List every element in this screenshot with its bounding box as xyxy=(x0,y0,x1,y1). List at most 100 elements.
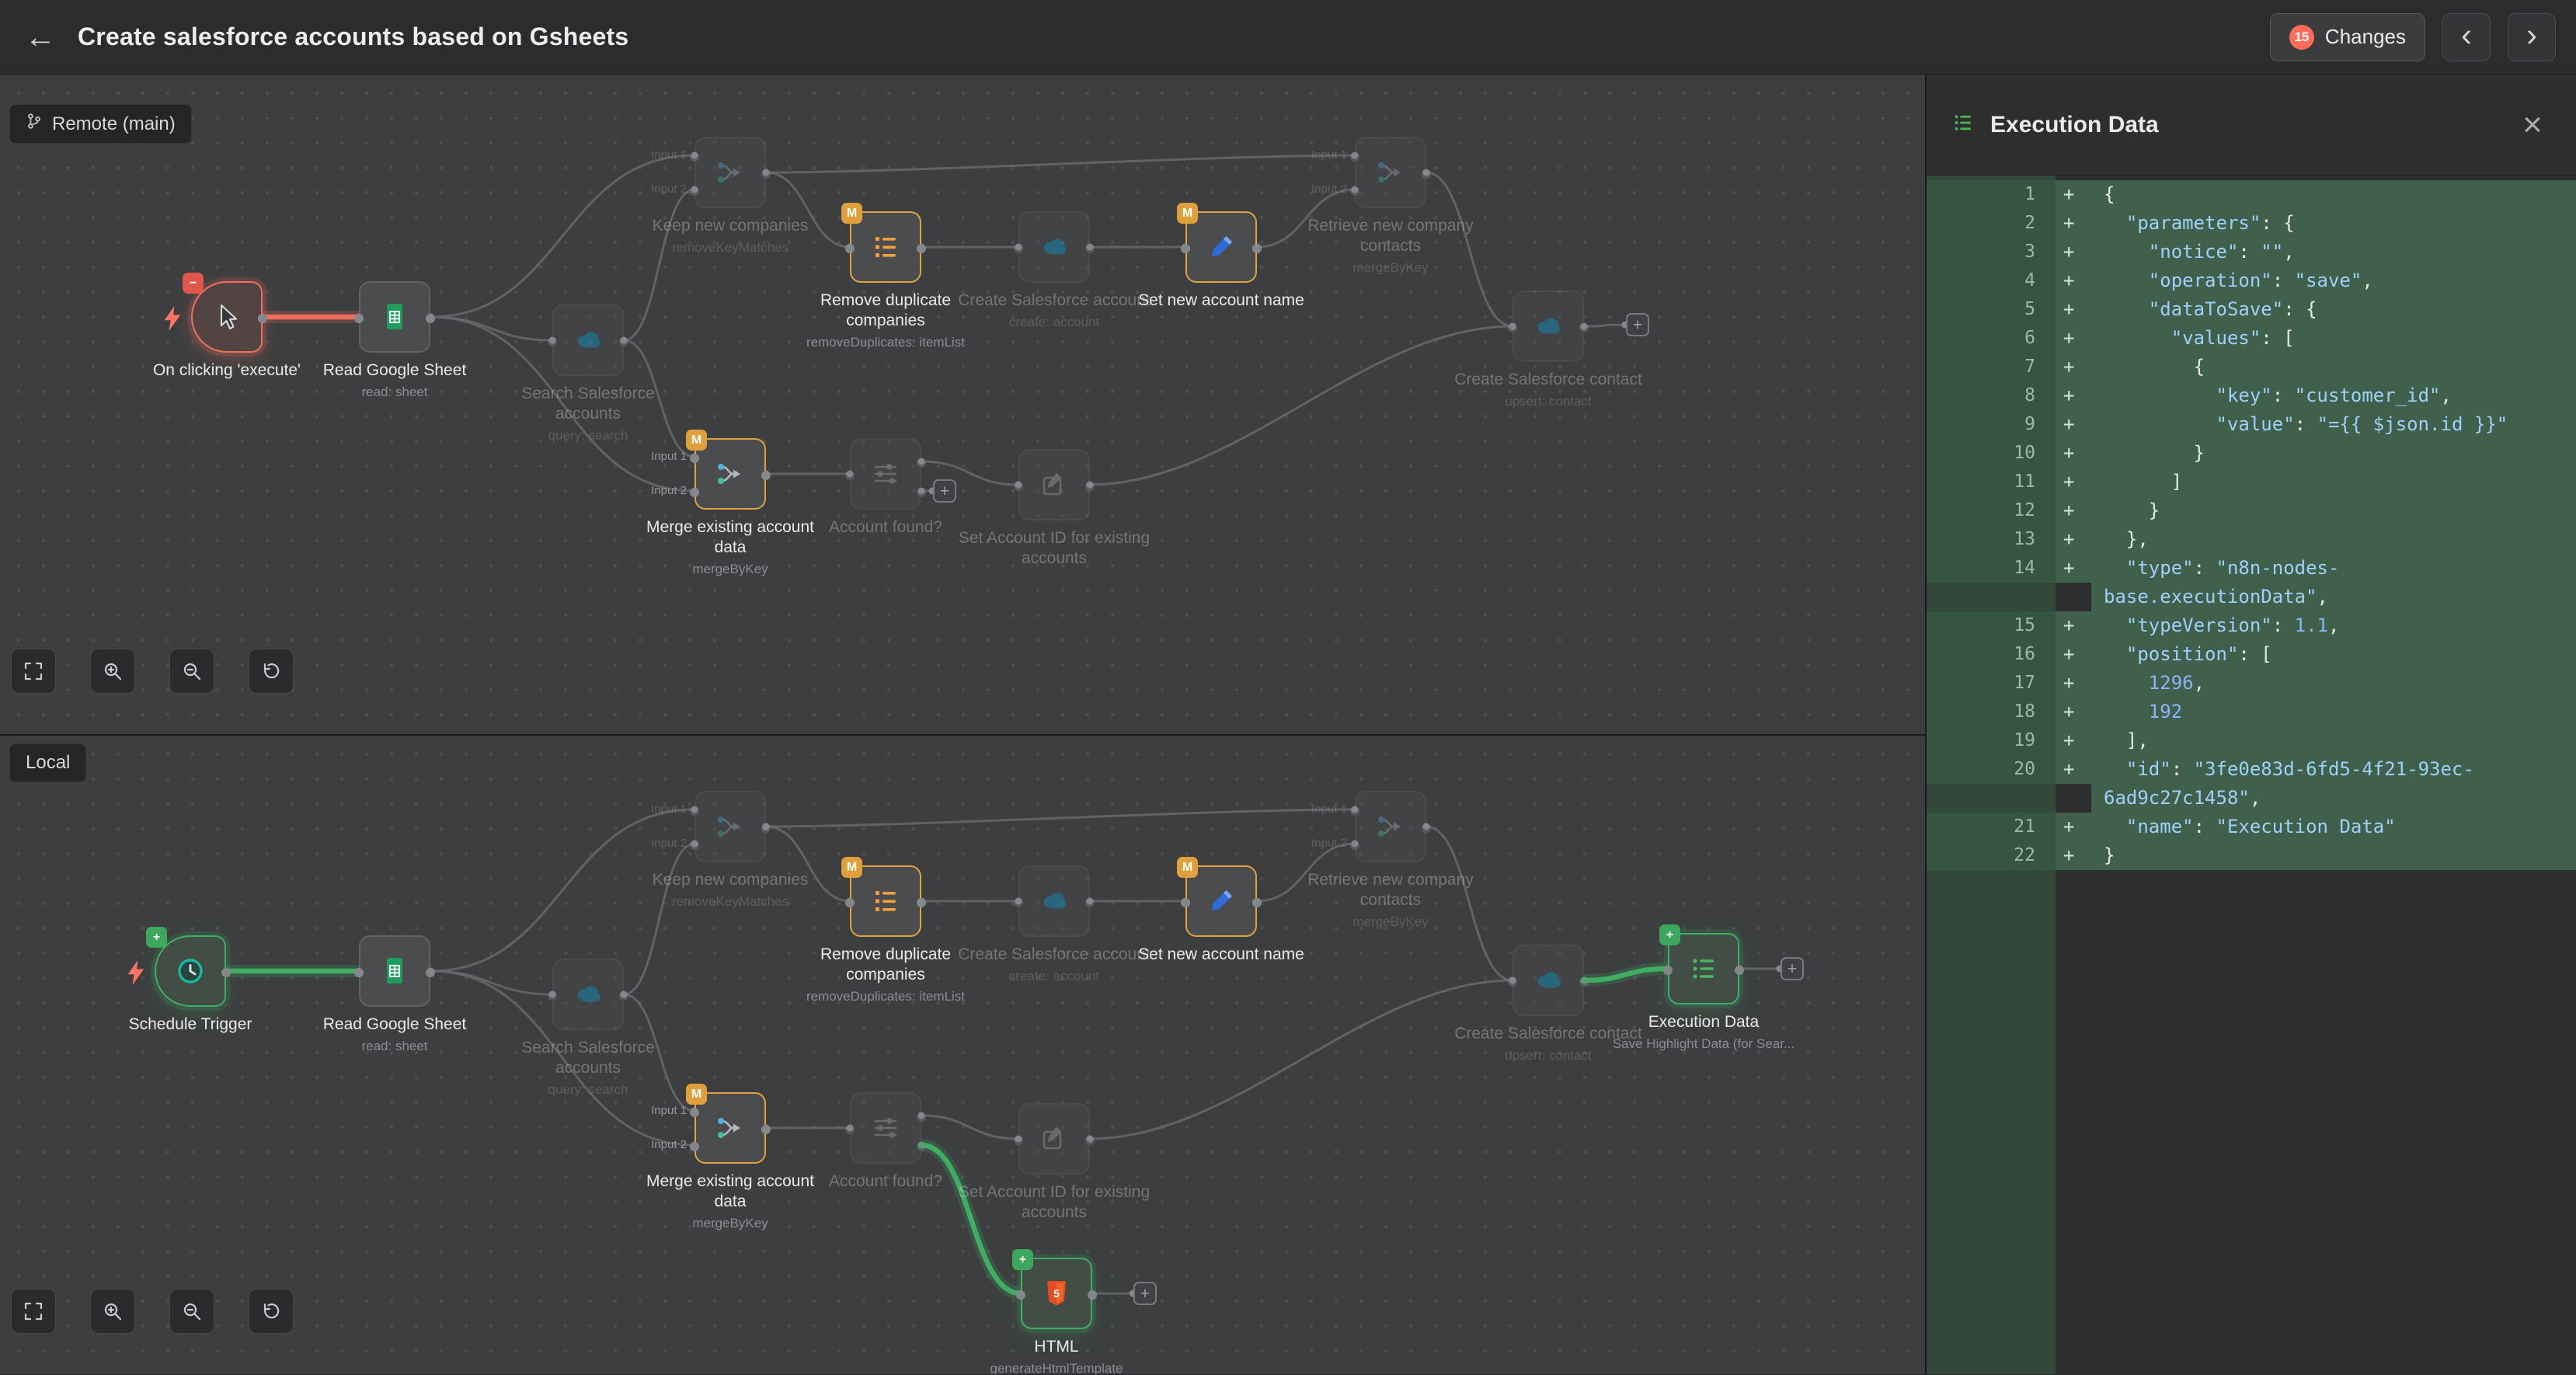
node-box-create-salesforce-contact[interactable] xyxy=(1508,291,1589,362)
output-port[interactable] xyxy=(619,337,628,346)
reset-zoom-button[interactable] xyxy=(249,1289,294,1334)
output-port[interactable] xyxy=(761,1125,771,1134)
node-box-on-clicking-execute[interactable]: − xyxy=(164,273,267,353)
output-port[interactable] xyxy=(1085,482,1095,491)
output-port[interactable] xyxy=(1085,898,1095,907)
output-port[interactable] xyxy=(258,314,267,323)
diff-line: 5+ "dataToSave": { xyxy=(1927,295,2576,324)
output-port[interactable] xyxy=(1735,966,1744,975)
node-box-remove-duplicate-companies[interactable]: M xyxy=(841,857,926,937)
node-box-merge-existing-account-data[interactable]: M xyxy=(686,1084,771,1164)
output-port[interactable] xyxy=(619,991,628,1001)
output-port[interactable] xyxy=(761,471,771,480)
output-port[interactable] xyxy=(917,488,926,497)
output-port[interactable] xyxy=(1252,898,1262,907)
output-port[interactable] xyxy=(1085,244,1095,253)
node-box-schedule-trigger[interactable]: + xyxy=(127,927,231,1007)
output-port[interactable] xyxy=(426,968,435,977)
output-port[interactable] xyxy=(1088,1290,1097,1300)
output-port[interactable] xyxy=(1579,323,1589,332)
node-box-remove-duplicate-companies[interactable]: M xyxy=(841,203,926,283)
add-node-stub[interactable]: + xyxy=(933,479,956,503)
canvas-divider xyxy=(0,734,1925,736)
output-port[interactable] xyxy=(1252,244,1262,253)
node-account-found: Account found? xyxy=(829,438,942,536)
zoom-out-button[interactable] xyxy=(169,1289,214,1334)
output-port[interactable] xyxy=(917,1142,926,1151)
zoom-in-button[interactable] xyxy=(90,649,135,694)
edge-keep-new-companies-to-retrieve-new-company-contacts xyxy=(762,151,1359,176)
diff-sign: + xyxy=(2056,525,2091,554)
back-button[interactable]: ← xyxy=(20,17,61,57)
output-port[interactable] xyxy=(917,458,926,468)
node-box-read-google-sheet[interactable] xyxy=(354,935,435,1007)
node-box-set-new-account-name[interactable]: M xyxy=(1177,203,1262,283)
node-box-keep-new-companies[interactable] xyxy=(690,137,771,208)
diff-line: 12+ } xyxy=(1927,496,2576,525)
node-box-keep-new-companies[interactable] xyxy=(690,791,771,862)
output-port[interactable] xyxy=(917,244,926,253)
changes-label: Changes xyxy=(2324,25,2406,48)
output-port[interactable] xyxy=(426,314,435,323)
output-port[interactable] xyxy=(761,169,771,179)
diff-viewer[interactable]: 1+{2+ "parameters": {3+ "notice": "",4+ … xyxy=(1927,176,2576,1374)
node-box-read-google-sheet[interactable] xyxy=(354,281,435,353)
line-number: 12 xyxy=(1927,496,2056,525)
line-number: 11 xyxy=(1927,468,2056,496)
output-port[interactable] xyxy=(1085,1136,1095,1145)
zoom-in-button[interactable] xyxy=(90,1289,135,1334)
diff-sign: + xyxy=(2056,611,2091,640)
reset-zoom-button[interactable] xyxy=(249,649,294,694)
previous-change-button[interactable]: ‹ xyxy=(2442,12,2491,61)
clock-icon xyxy=(173,954,207,988)
node-box-merge-existing-account-data[interactable]: M xyxy=(686,430,771,510)
node-box-search-salesforce-accounts[interactable] xyxy=(548,959,628,1030)
node-box-set-account-id[interactable] xyxy=(1014,1103,1095,1175)
add-node-stub[interactable]: + xyxy=(1626,313,1649,336)
zoom-out-button[interactable] xyxy=(169,649,214,694)
node-name: Set Account ID for existing accounts xyxy=(958,1183,1150,1221)
node-box-retrieve-new-company-contacts[interactable] xyxy=(1350,791,1431,862)
node-box-create-salesforce-account[interactable] xyxy=(1014,211,1095,283)
output-port[interactable] xyxy=(1579,977,1589,987)
node-box-account-found[interactable] xyxy=(845,1092,926,1164)
node-box-retrieve-new-company-contacts[interactable] xyxy=(1350,137,1431,208)
node-box-create-salesforce-account[interactable] xyxy=(1014,865,1095,937)
add-node-stub[interactable]: + xyxy=(1133,1282,1157,1305)
node-box-create-salesforce-contact[interactable] xyxy=(1508,945,1589,1016)
remote-workflow-canvas[interactable]: Remote (main) −On clicking 'execute'Read… xyxy=(0,75,1925,734)
node-label: Account found? xyxy=(788,1171,983,1192)
node-box-execution-data[interactable]: + xyxy=(1659,924,1744,1004)
panel-title: Execution Data xyxy=(1990,111,2159,138)
diff-code: "parameters": { xyxy=(2091,209,2576,238)
output-port[interactable] xyxy=(221,968,231,977)
output-port[interactable] xyxy=(917,1112,926,1122)
node-box-set-new-account-name[interactable]: M xyxy=(1177,857,1262,937)
add-node-stub[interactable]: + xyxy=(1781,957,1804,980)
fit-view-button[interactable] xyxy=(11,649,56,694)
input-port xyxy=(1508,323,1517,332)
node-box-html[interactable]: 5+ xyxy=(1012,1249,1097,1329)
output-port[interactable] xyxy=(1422,823,1431,833)
node-box-account-found[interactable] xyxy=(845,438,926,510)
output-port[interactable] xyxy=(761,823,771,833)
changes-button[interactable]: 15 Changes xyxy=(2269,12,2425,61)
fit-view-button[interactable] xyxy=(11,1289,56,1334)
node-set-account-id: Set Account ID for existing accounts xyxy=(959,449,1150,567)
diff-badge: + xyxy=(146,927,167,948)
node-box-search-salesforce-accounts[interactable] xyxy=(548,305,628,376)
panel-close-button[interactable]: × xyxy=(2512,105,2553,145)
diff-code: } xyxy=(2091,439,2576,468)
next-change-button[interactable]: › xyxy=(2508,12,2556,61)
output-port[interactable] xyxy=(1422,169,1431,179)
input-port xyxy=(354,314,364,323)
node-box-set-account-id[interactable] xyxy=(1014,449,1095,520)
output-port[interactable] xyxy=(917,898,926,907)
chevron-right-icon: › xyxy=(2526,16,2537,53)
